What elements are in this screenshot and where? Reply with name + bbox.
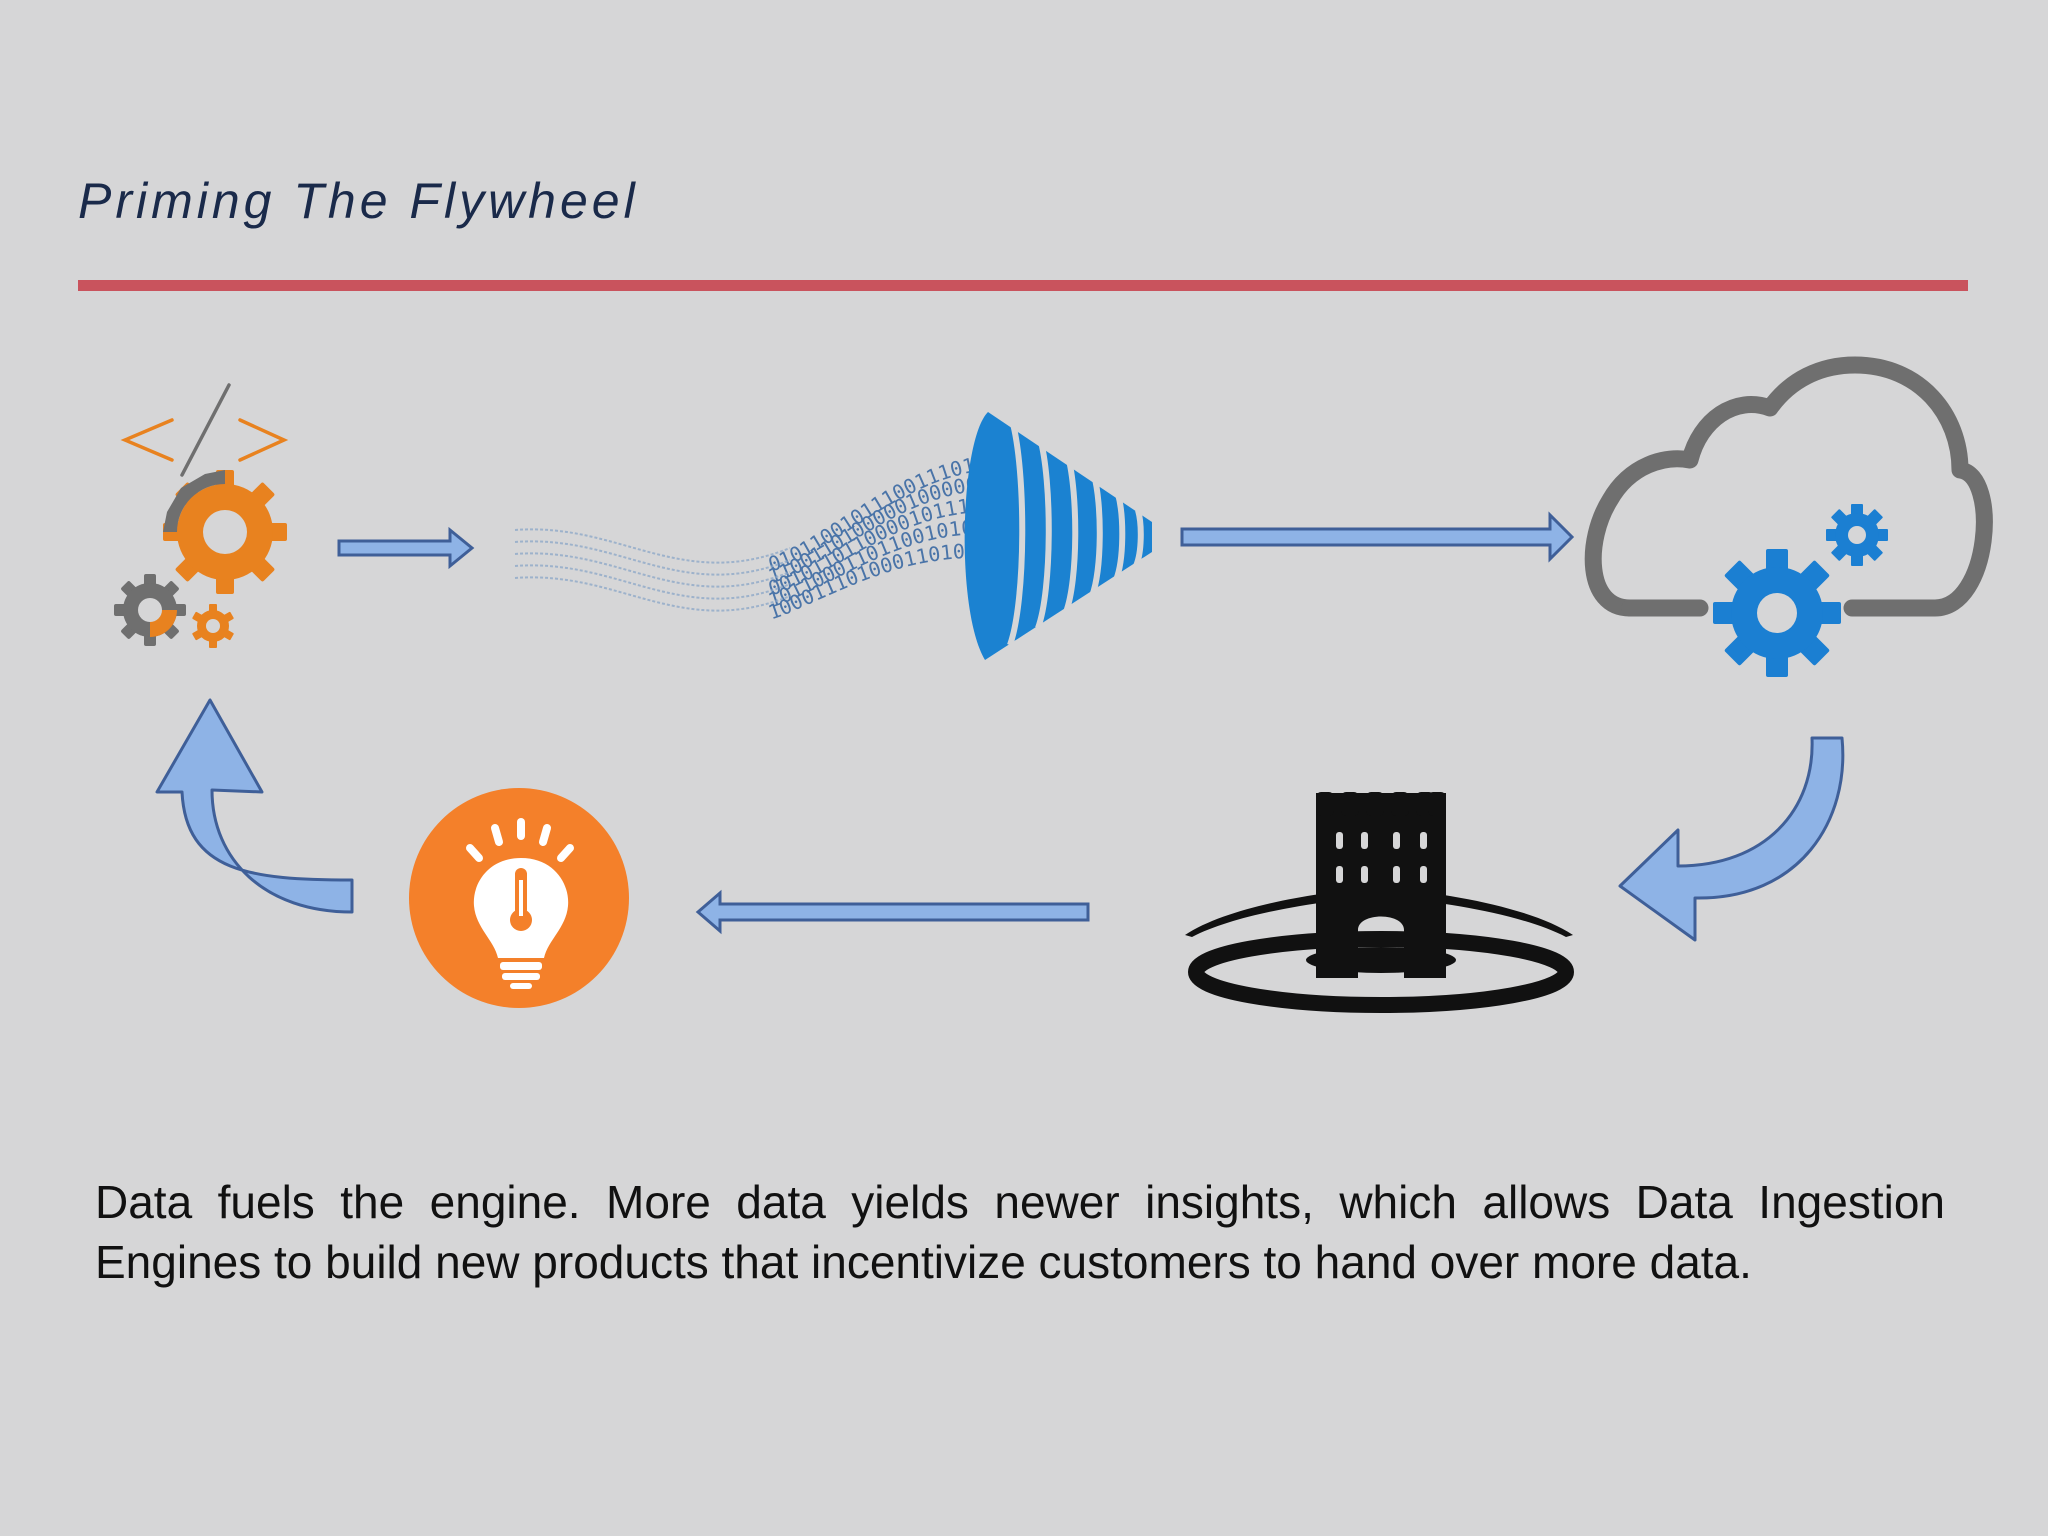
funnel-icon	[964, 412, 1152, 660]
flow-arrow-4	[695, 889, 1090, 935]
title-divider	[78, 280, 1968, 291]
flow-arrow-2	[1180, 511, 1575, 563]
lightbulb-thermometer-icon	[409, 788, 629, 1008]
gears-icon	[114, 470, 287, 648]
binary-line-3: 0010110110000101111010	[0, 0, 983, 600]
binary-line-2: 1100110100000100000001	[0, 0, 991, 588]
flow-arrow-3	[1618, 736, 1845, 942]
castle-tower-icon	[1185, 792, 1574, 1013]
slide-title: Priming The Flywheel	[78, 173, 639, 229]
svg-text:0010110110000101111010: 0010110110000101111010	[0, 0, 983, 600]
flow-arrow-5-shape	[155, 698, 354, 914]
code-brackets-icon	[120, 383, 289, 477]
svg-text:1100110100000100000001: 1100110100000100000001	[0, 0, 991, 588]
flow-arrow-1	[337, 526, 475, 570]
cloud-gear-icon	[1584, 356, 1993, 677]
slide-caption: Data fuels the engine. More data yields …	[95, 1176, 1945, 1288]
